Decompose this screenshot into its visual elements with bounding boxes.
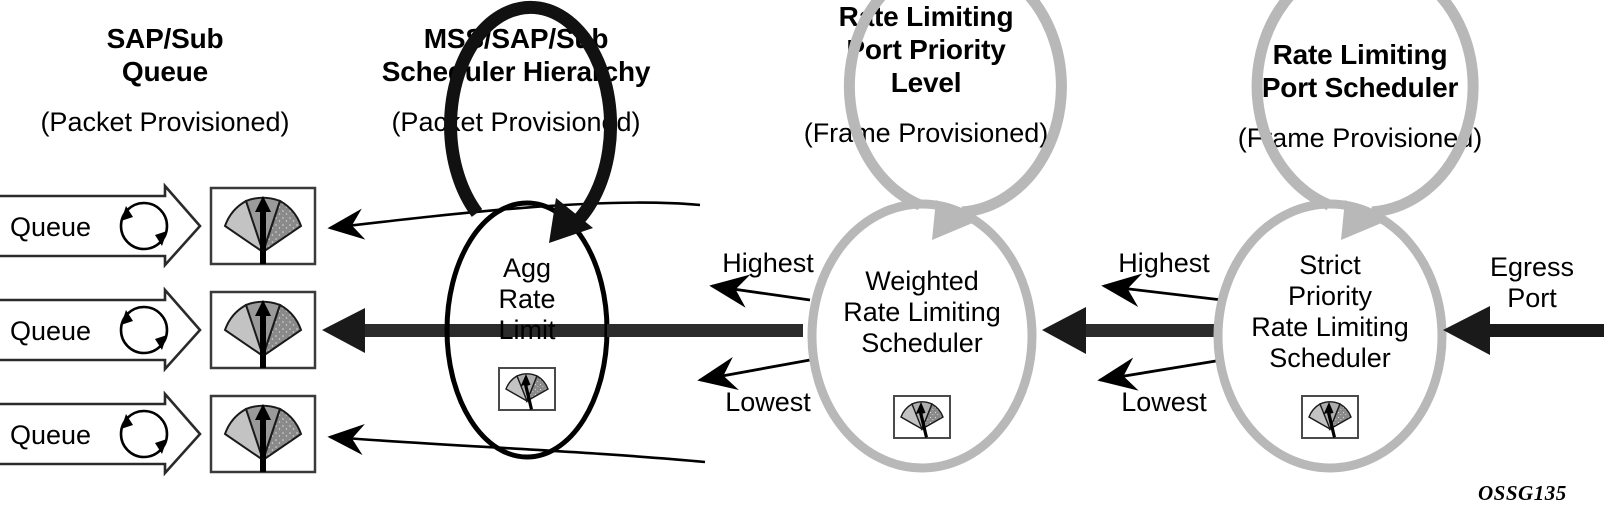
queue-block-1[interactable]: [0, 182, 202, 269]
weighted-label-line3: Scheduler: [861, 328, 983, 358]
strict-cycle-arrowhead: [1341, 200, 1384, 240]
weighted-highest-label: Highest: [722, 248, 814, 278]
column-title-line2: Port Scheduler: [1261, 72, 1459, 103]
column-subtitle: (Packet Provisioned): [391, 107, 641, 137]
agg-label-line2: Rate: [498, 284, 556, 314]
column-title-line1: SAP/Sub: [106, 23, 224, 54]
column-title-line2: Port Priority: [846, 34, 1006, 65]
egress-label-line2: Port: [1507, 283, 1557, 313]
column-title-line1: Rate Limiting: [1272, 39, 1448, 70]
strict-highest-arrow: [1101, 273, 1223, 307]
queue-block-3[interactable]: [0, 390, 202, 477]
column-subtitle: (Frame Provisioned): [1237, 123, 1483, 153]
column-title-line3: Level: [890, 67, 962, 98]
weighted-scheduler-label: Weighted Rate Limiting Scheduler: [812, 266, 1032, 359]
strict-scheduler-label: Strict Priority Rate Limiting Scheduler: [1216, 250, 1444, 374]
queue-cycle-icon-2: [119, 305, 169, 355]
queue-label-1: Queue: [10, 212, 92, 242]
weighted-rate-limiting-scheduler-node[interactable]: [807, 0, 1067, 473]
weighted-lowest-label: Lowest: [725, 387, 811, 417]
queue-block-2[interactable]: [0, 286, 202, 373]
rate-gauge-1: [209, 186, 317, 266]
strict-cycle-arc: [1251, 0, 1479, 218]
agg-to-queue2-arrow: [322, 308, 605, 353]
egress-port-label: Egress Port: [1466, 252, 1598, 314]
column-subtitle: (Packet Provisioned): [40, 107, 290, 137]
strict-label-line2: Priority: [1287, 281, 1372, 311]
agg-to-queue3-arrow: [327, 423, 706, 464]
strict-label-line1: Strict: [1299, 250, 1361, 280]
figure-watermark: OSSG135: [1478, 481, 1567, 505]
agg-cycle-arc: [444, 0, 618, 233]
weighted-label-line2: Rate Limiting: [843, 297, 1001, 327]
egress-port-arrow: [1443, 306, 1604, 355]
strict-lowest-arrow: [1097, 357, 1223, 391]
agg-gauge-icon: [498, 367, 556, 411]
strict-to-weighted-arrow: [1042, 307, 1216, 354]
column-subtitle: (Frame Provisioned): [803, 118, 1049, 148]
agg-to-queue1-arrow: [327, 201, 701, 240]
weighted-gauge-icon: [893, 395, 951, 439]
strict-label-line3: Rate Limiting: [1251, 312, 1409, 342]
strict-label-line4: Scheduler: [1269, 343, 1391, 373]
strict-gauge-icon: [1301, 395, 1359, 439]
rate-gauge-3: [209, 394, 317, 474]
agg-label-line3: Limit: [498, 315, 556, 345]
weighted-cycle-arc: [843, 0, 1067, 218]
agg-rate-limit-label: Agg Rate Limit: [457, 253, 597, 346]
strict-priority-scheduler-node[interactable]: [1213, 0, 1479, 473]
egress-label-line1: Egress: [1489, 252, 1575, 282]
queue-label-3: Queue: [10, 420, 92, 450]
queue-cycle-icon-1: [119, 201, 169, 251]
weighted-cycle-arrowhead: [932, 200, 975, 240]
weighted-highest-arrow: [709, 274, 811, 308]
strict-lowest-label: Lowest: [1121, 387, 1207, 417]
agg-label-line1: Agg: [502, 253, 552, 283]
queue-cycle-icon-3: [119, 409, 169, 459]
weighted-lowest-arrow: [697, 356, 811, 391]
column-heading-sap-sub-queue: SAP/Sub Queue (Packet Provisioned): [20, 22, 310, 138]
weighted-to-agg-bar: [607, 324, 803, 337]
weighted-label-line1: Weighted: [865, 266, 979, 296]
strict-highest-label: Highest: [1118, 248, 1210, 278]
agg-cycle-arrowhead: [549, 198, 593, 243]
column-heading-rate-limiting-port-scheduler: Rate Limiting Port Scheduler (Frame Prov…: [1160, 38, 1560, 154]
queue-label-2: Queue: [10, 316, 92, 346]
column-title-line2: Queue: [121, 56, 209, 87]
rate-gauge-2: [209, 290, 317, 370]
